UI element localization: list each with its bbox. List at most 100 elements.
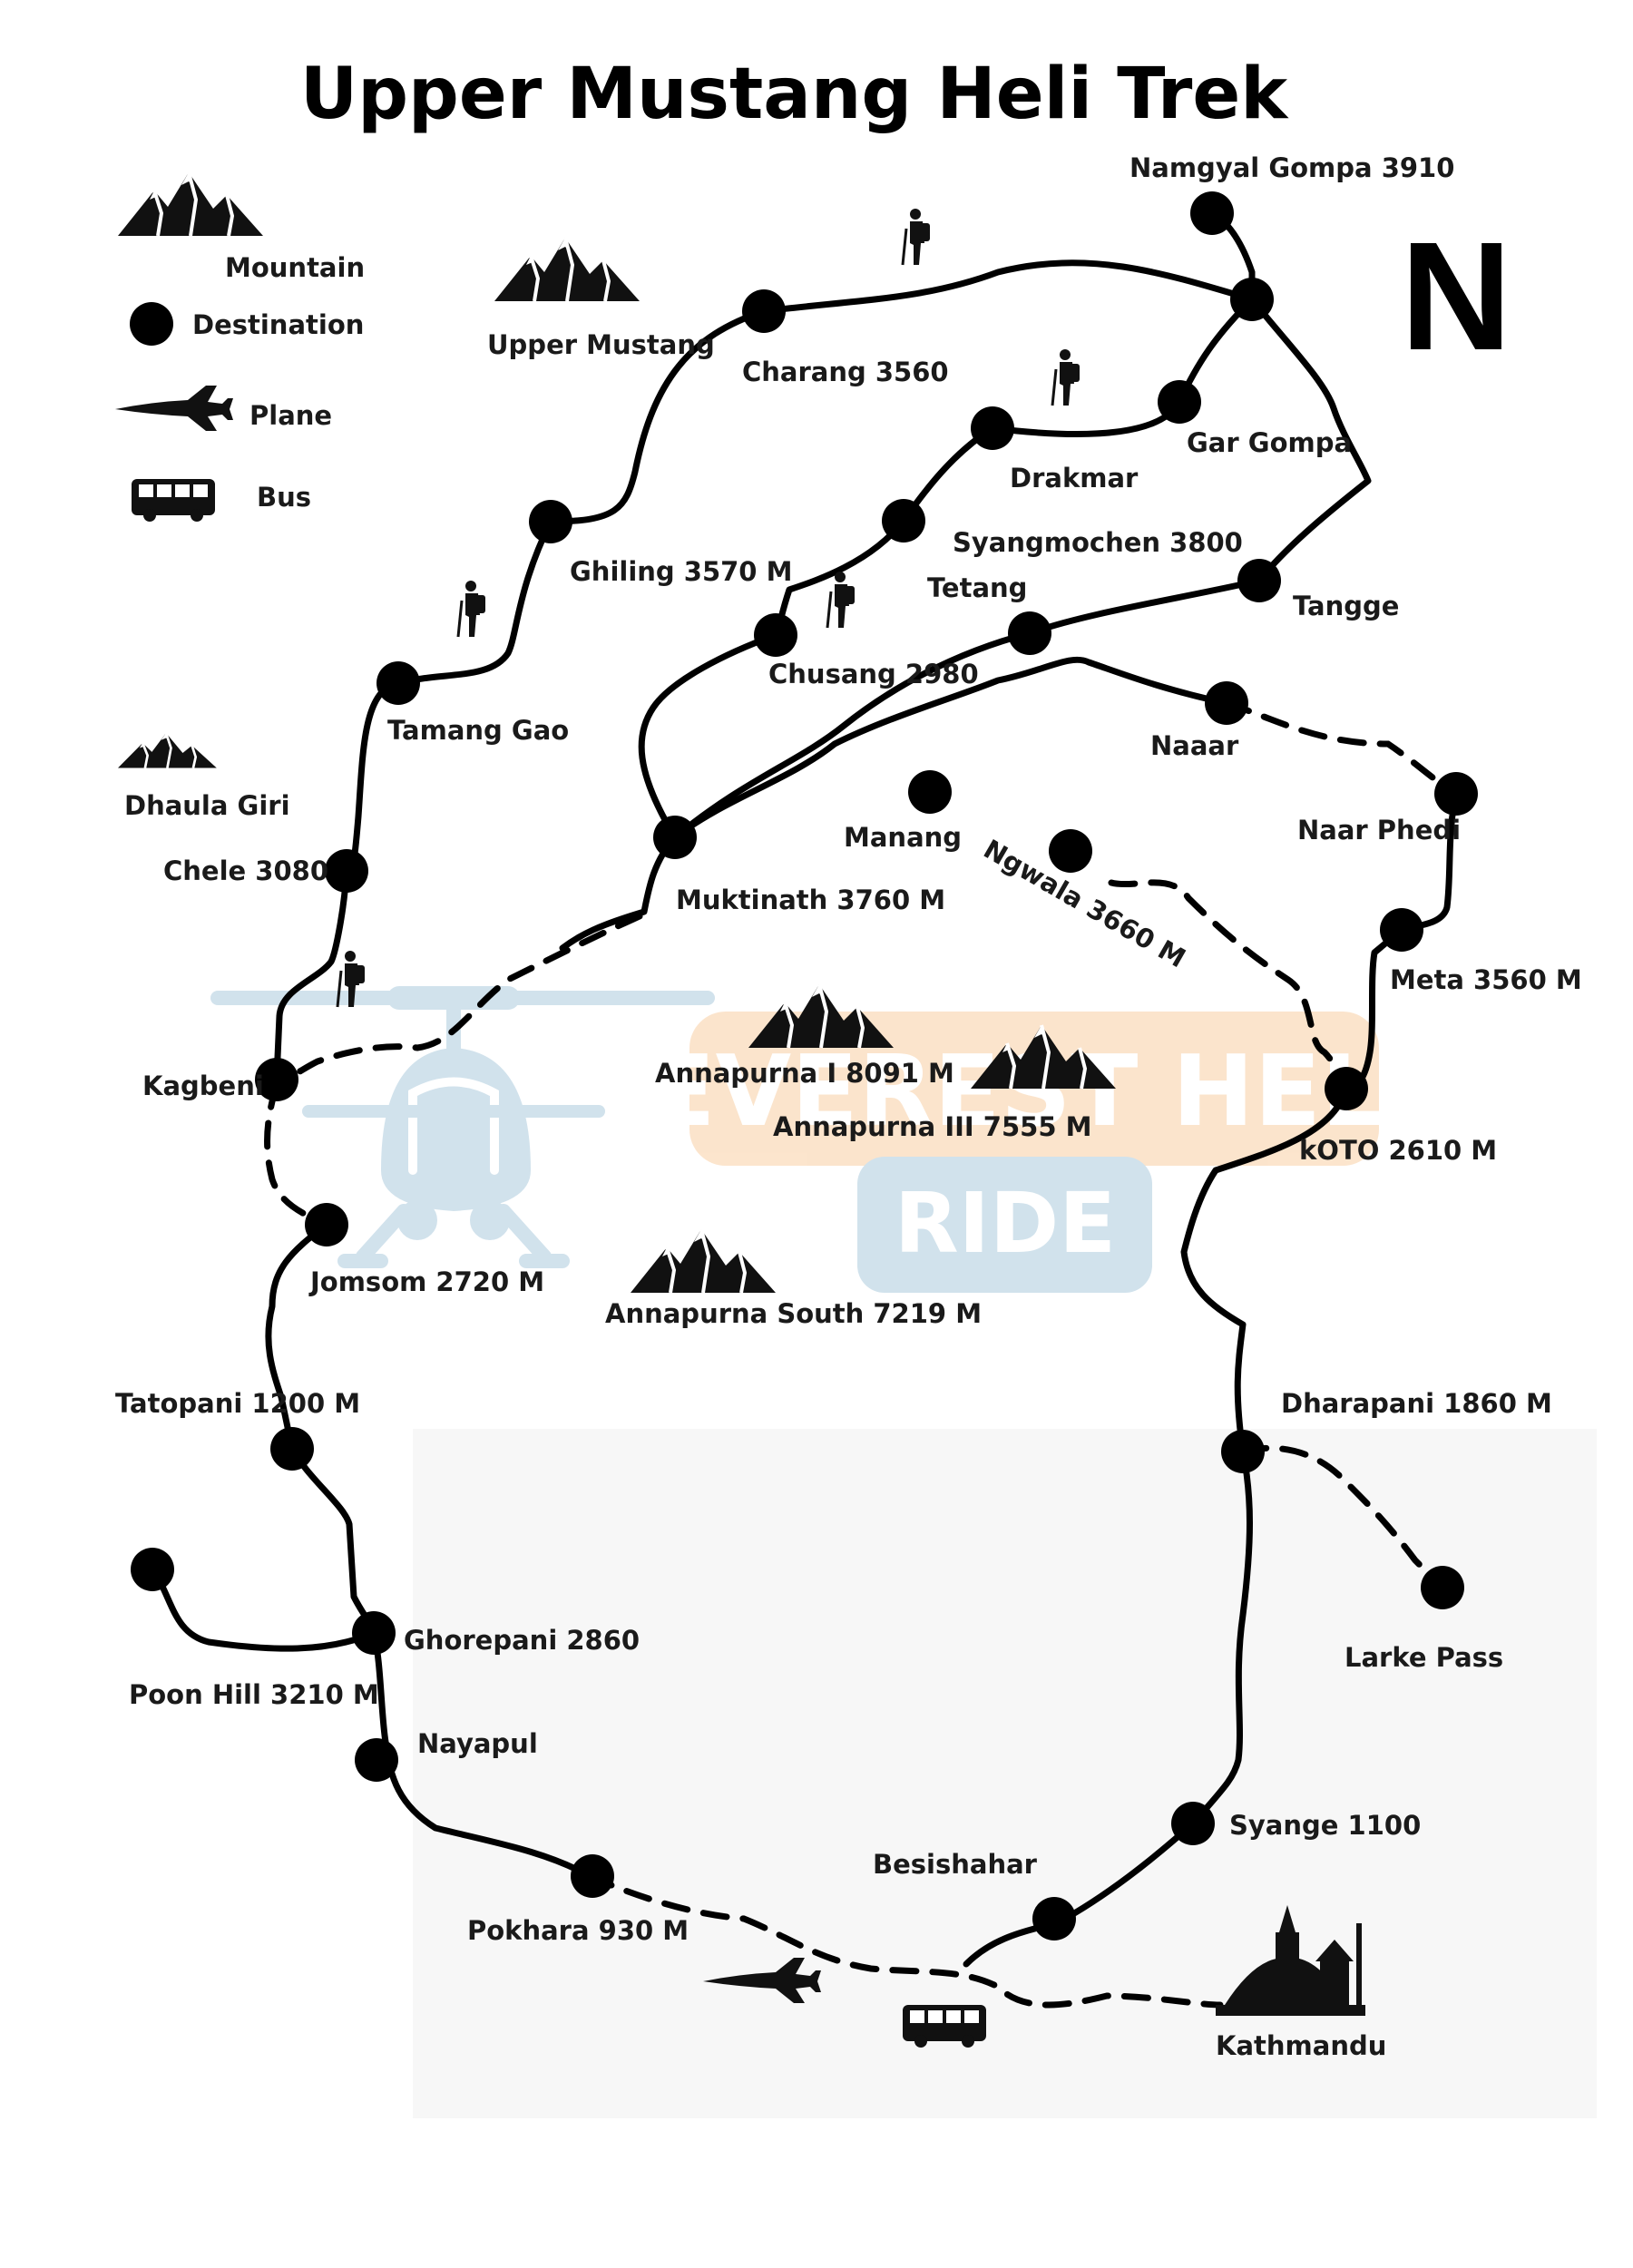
dot-chusang[interactable] <box>754 613 797 657</box>
dot-gar-gompa[interactable] <box>1158 380 1201 424</box>
dot-nayapul[interactable] <box>355 1738 398 1782</box>
dot-tamang-gao[interactable] <box>376 661 420 705</box>
annapurna-south-mountain-icon <box>629 1227 777 1295</box>
dot-manang[interactable] <box>908 770 952 814</box>
dot-charang[interactable] <box>742 289 786 333</box>
label-chusang: Chusang 2980 <box>768 659 979 689</box>
label-kagbeni: Kagbeni <box>142 1070 264 1101</box>
hiker-icon-ghiling <box>456 579 487 639</box>
label-besishahar: Besishahar <box>873 1849 1038 1880</box>
label-muktinath: Muktinath 3760 M <box>676 885 945 915</box>
watermark: EVEREST HELI RIDE <box>210 986 1420 1293</box>
label-syange: Syange 1100 <box>1229 1810 1421 1841</box>
dot-syangmochen[interactable] <box>882 499 925 543</box>
label-poon-hill: Poon Hill 3210 M <box>129 1679 379 1710</box>
label-namgyal: Namgyal Gompa 3910 <box>1129 152 1454 183</box>
mountain-label-upper-mustang: Upper Mustang <box>487 329 715 360</box>
legend-mountain-label: Mountain <box>225 252 365 283</box>
dot-naar-phedi[interactable] <box>1434 772 1478 816</box>
legend-bus-label: Bus <box>257 482 311 513</box>
label-tatopani: Tatopani 1200 M <box>115 1388 360 1419</box>
label-pokhara: Pokhara 930 M <box>467 1915 689 1946</box>
north-indicator: N <box>1401 210 1512 383</box>
label-jomsom: Jomsom 2720 M <box>308 1266 544 1297</box>
label-tetang: Tetang <box>927 572 1027 603</box>
label-kathmandu: Kathmandu <box>1216 2030 1386 2061</box>
label-ghorepani: Ghorepani 2860 <box>404 1625 640 1656</box>
hiker-icon-charang <box>901 207 932 267</box>
dot-larke[interactable] <box>1421 1566 1464 1609</box>
dash-naaar-phedi <box>1223 699 1460 797</box>
kathmandu-stupa-icon <box>1216 1905 1365 2016</box>
mountain-label-annapurna-1: Annapurna I 8091 M <box>655 1058 954 1089</box>
upper-mustang-mountain-icon <box>493 236 641 303</box>
map-title: Upper Mustang Heli Trek <box>300 54 1289 135</box>
dot-muktinath[interactable] <box>653 816 697 859</box>
helicopter-watermark-icon <box>210 986 715 1268</box>
dot-ngwala[interactable] <box>1049 829 1092 873</box>
dot-pokhara[interactable] <box>571 1854 614 1898</box>
dot-ghorepani[interactable] <box>352 1611 396 1655</box>
label-manang: Manang <box>844 822 962 853</box>
dash-muktinath-kagbeni <box>273 913 643 1083</box>
dash-pokhara-kathmandu <box>586 1872 1224 2009</box>
route-muktinath-west <box>559 834 679 952</box>
label-meta: Meta 3560 M <box>1390 964 1582 995</box>
label-chele: Chele 3080 <box>163 855 328 886</box>
hiker-icon-chusang <box>826 570 856 630</box>
dot-junction-top[interactable] <box>1230 278 1274 321</box>
legend-mountain-icon <box>116 171 265 238</box>
dot-chele[interactable] <box>325 849 368 893</box>
dot-ghiling[interactable] <box>529 500 572 543</box>
hiker-icon-drakmar <box>1051 347 1081 407</box>
dot-poon-hill[interactable] <box>131 1548 174 1591</box>
label-charang: Charang 3560 <box>742 357 949 387</box>
dashed-routes <box>264 699 1460 2009</box>
dash-ngwala-koto <box>1108 879 1350 1092</box>
dot-kagbeni[interactable] <box>255 1058 298 1101</box>
label-nayapul: Nayapul <box>417 1728 538 1759</box>
route-east-south <box>963 1085 1350 1968</box>
legend-plane-label: Plane <box>249 400 332 431</box>
route-jomsom-south <box>265 1221 377 1637</box>
label-gar-gompa: Gar Gompa <box>1187 427 1352 458</box>
legend-plane-icon <box>115 386 233 431</box>
dot-namgyal[interactable] <box>1190 191 1234 235</box>
dot-koto[interactable] <box>1325 1067 1368 1110</box>
dot-tatopani[interactable] <box>270 1427 314 1471</box>
route-tangge <box>671 296 1372 841</box>
dot-syange[interactable] <box>1171 1802 1215 1845</box>
dot-besishahar[interactable] <box>1032 1897 1076 1941</box>
label-dharapani: Dharapani 1860 M <box>1281 1388 1552 1419</box>
dot-meta[interactable] <box>1380 908 1423 952</box>
legend: Mountain Destination Plane Bus <box>115 252 365 522</box>
route-poonhill <box>149 1566 377 1652</box>
dot-tangge[interactable] <box>1237 559 1281 602</box>
dot-tetang[interactable] <box>1008 611 1051 655</box>
dot-drakmar[interactable] <box>971 406 1014 450</box>
dot-naaar[interactable] <box>1205 681 1248 725</box>
label-ghiling: Ghiling 3570 M <box>570 556 792 587</box>
label-tamang-gao: Tamang Gao <box>387 715 569 746</box>
legend-destination-icon <box>130 302 173 346</box>
mountain-label-annapurna-3: Annapurna III 7555 M <box>773 1111 1091 1142</box>
mountain-label-annapurna-south: Annapurna South 7219 M <box>605 1298 982 1329</box>
label-tangge: Tangge <box>1293 591 1399 621</box>
watermark-banner-blue <box>857 1157 1152 1293</box>
label-naar-phedi: Naar Phedi <box>1297 815 1461 846</box>
label-syangmochen: Syangmochen 3800 <box>953 527 1243 558</box>
dot-dharapani[interactable] <box>1221 1430 1265 1473</box>
plane-icon <box>703 1958 821 2003</box>
watermark-line2: RIDE <box>895 1175 1116 1272</box>
label-naaar: Naaar <box>1150 730 1239 761</box>
dash-dharapani-larke <box>1239 1444 1446 1591</box>
dot-jomsom[interactable] <box>305 1203 348 1246</box>
label-drakmar: Drakmar <box>1010 463 1139 494</box>
background-panel <box>413 1429 1597 2118</box>
route-east-loop <box>671 656 1230 841</box>
label-koto: kOTO 2610 M <box>1299 1135 1497 1166</box>
legend-bus-icon <box>132 479 215 522</box>
dash-kagbeni-jomsom <box>264 1080 330 1228</box>
label-larke: Larke Pass <box>1345 1642 1503 1673</box>
